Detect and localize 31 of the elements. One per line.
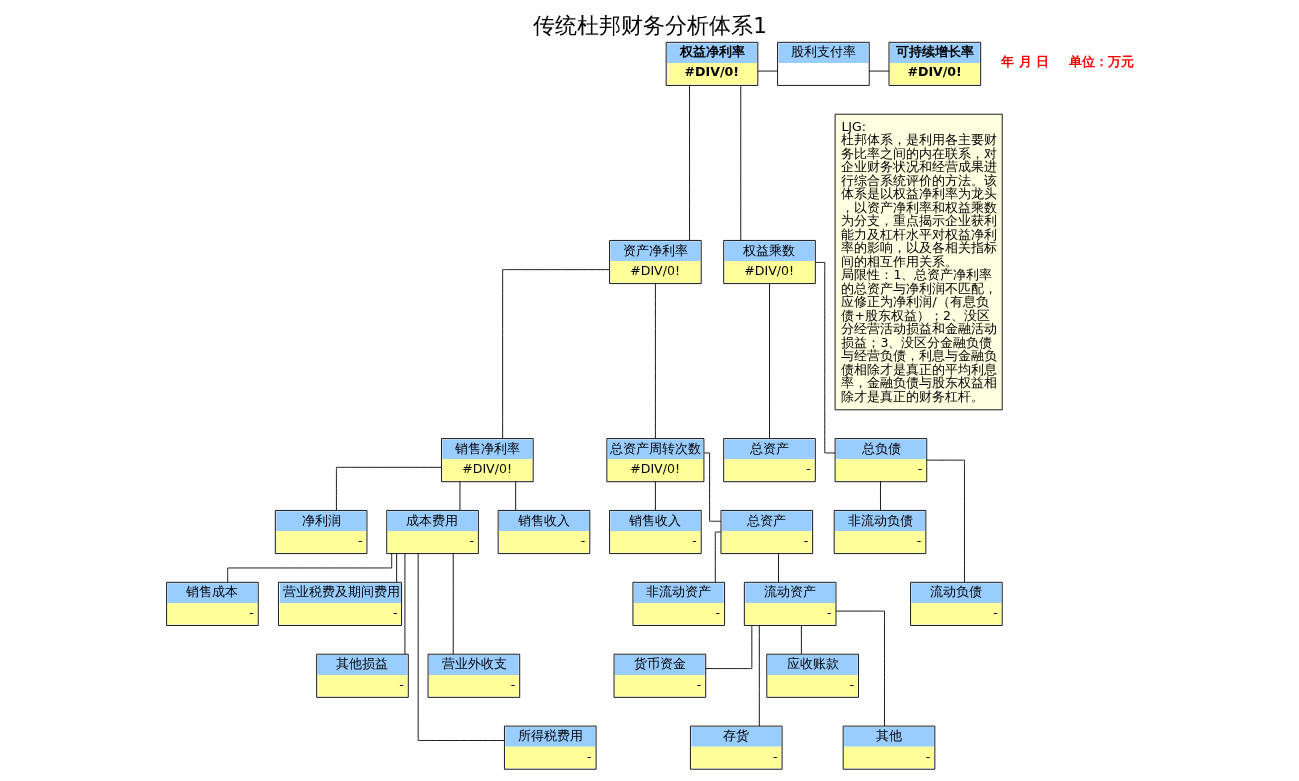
connector [758, 625, 760, 727]
connector [757, 70, 778, 72]
connector [452, 553, 454, 655]
connector [835, 610, 885, 727]
connector [714, 531, 721, 583]
connector [703, 452, 721, 522]
connector [688, 85, 690, 241]
connector [459, 481, 460, 511]
connector [654, 283, 656, 439]
connector [417, 553, 505, 741]
connector [925, 459, 965, 583]
connector [777, 553, 779, 583]
connector [335, 466, 442, 511]
connector [501, 269, 610, 439]
connector [768, 283, 770, 439]
connector [814, 262, 835, 454]
connector [739, 85, 741, 241]
label: 局限性：1、总资产净利率的总资产与净利润不匹配，应修正为净利润/（有息负债+股东权益）；2、没区分经营活动损益和金融活动损益；3、没区分金融负债与经营负债，利息与金融负债相除才是真正的平均利息率，金融负债与股东权益相除才是真正的财务杠杆。 [840, 267, 997, 404]
diagram-title: 传统杜邦财务分析体系1 [532, 12, 767, 38]
connector [395, 553, 397, 583]
label: LJG: [840, 119, 866, 135]
connector [800, 625, 802, 655]
connector [514, 481, 516, 511]
connector [404, 553, 405, 655]
label: 年 月 日 [1000, 54, 1049, 70]
label: 单位：万元 [1068, 54, 1134, 70]
connector [704, 625, 752, 670]
connector [654, 481, 656, 511]
label: 杜邦体系，是利用各主要财务比率之间的内在联系，对企业财务状况和经营成果进行综合系统评价的方法。该体系是以权益净利率为龙头，以资产净利率和权益乘数为分支，重点揭示企业获利能力及杠杆水平对权益净利率的影响，以及各相关指标间的相互作用关系。 [840, 132, 997, 269]
connector [868, 70, 889, 72]
connector [879, 481, 881, 511]
